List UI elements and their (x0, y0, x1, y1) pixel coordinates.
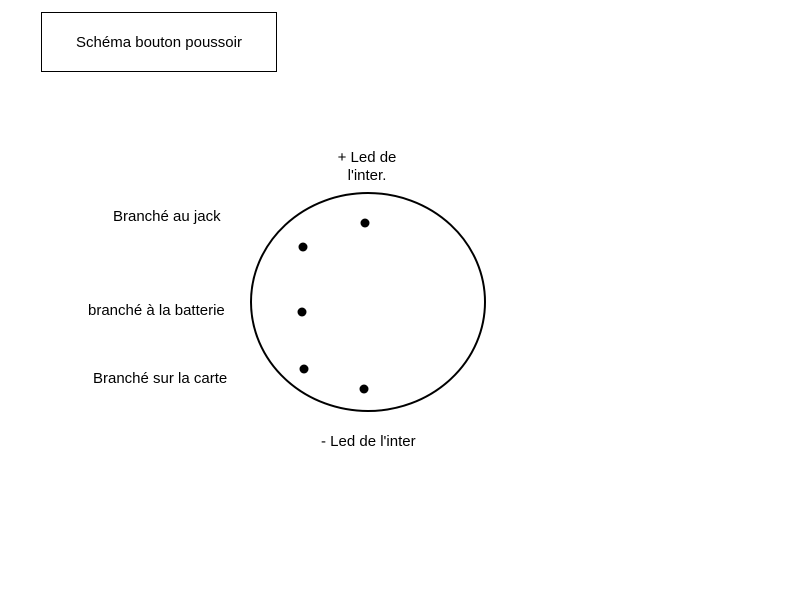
label-led-plus: + Led de l'inter. (338, 149, 397, 185)
diagram-title: Schéma bouton poussoir (76, 33, 242, 51)
diagram-title-box: Schéma bouton poussoir (41, 12, 277, 72)
pin-led-plus (360, 218, 370, 228)
pin-battery (297, 307, 307, 317)
pin-jack (298, 242, 308, 252)
pin-card (299, 364, 309, 374)
push-button-body (250, 192, 486, 412)
label-led-minus: - Led de l'inter (321, 433, 416, 450)
label-battery: branché à la batterie (88, 302, 225, 319)
label-jack: Branché au jack (113, 208, 221, 225)
label-led-plus-line1: + Led de (337, 149, 397, 166)
pin-led-minus (359, 384, 369, 394)
label-card: Branché sur la carte (93, 370, 228, 387)
label-led-plus-line2: l'inter. (347, 167, 387, 184)
